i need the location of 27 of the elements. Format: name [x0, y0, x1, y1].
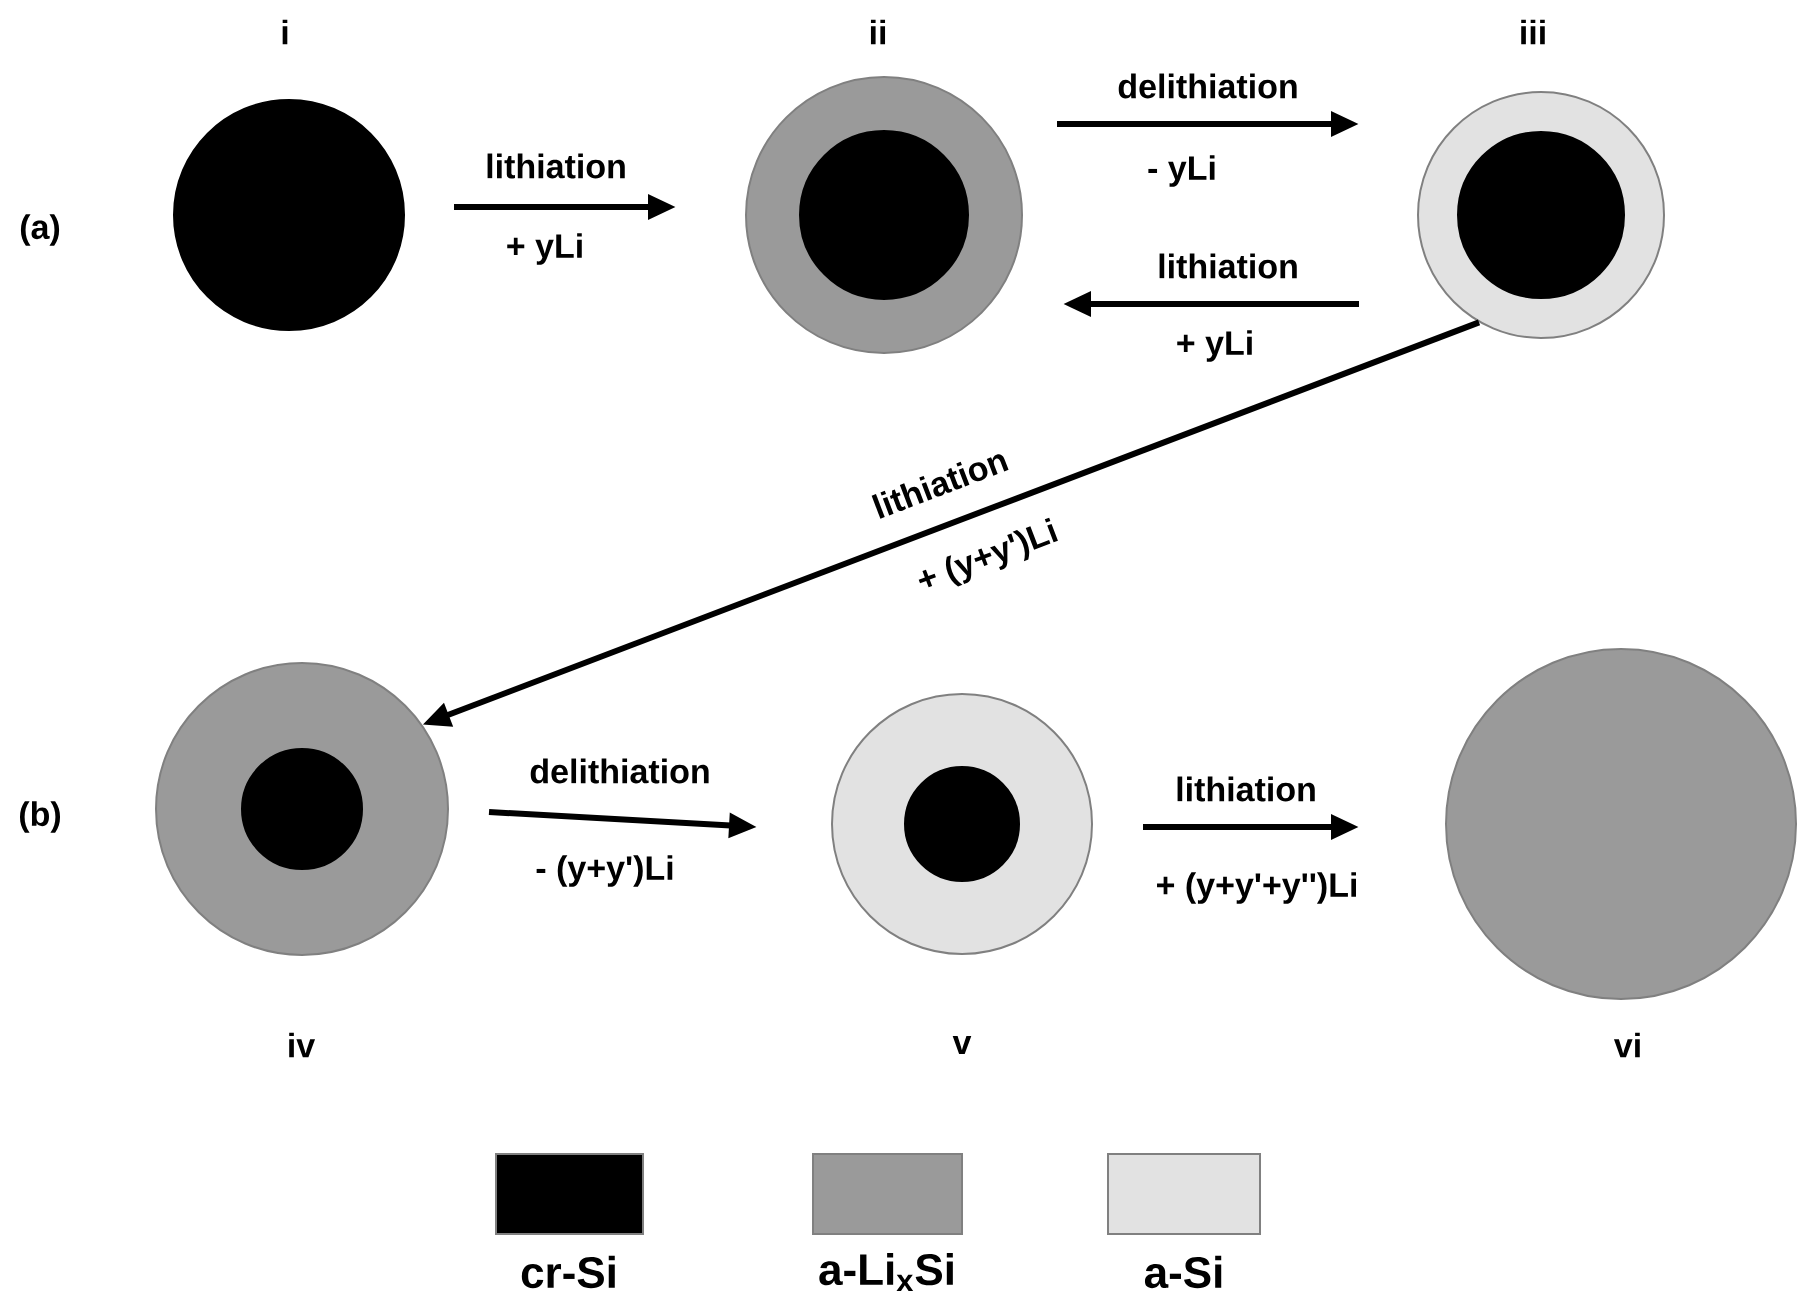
process-label: + yLi — [507, 233, 582, 265]
particle-circle — [1445, 648, 1797, 1000]
particle-label: vi — [1613, 1032, 1640, 1058]
edge-label: lithiation — [1177, 776, 1315, 802]
particle-circle — [173, 99, 405, 331]
edge-label: delithiation — [1118, 73, 1297, 99]
process-label: + yLi — [1177, 330, 1252, 362]
edge-label: lithiation — [1159, 253, 1297, 279]
process-label: - (y+y')Li — [536, 855, 673, 887]
core-circle — [241, 748, 363, 870]
panel-label: (b) — [20, 801, 61, 833]
process-label: + (y+y'+y'')Li — [1157, 872, 1356, 904]
core-circle — [799, 130, 969, 300]
particle-label: i — [282, 19, 288, 45]
legend-label: a-Si — [1144, 1255, 1222, 1289]
particle-label: iv — [289, 1032, 316, 1058]
particle-label: v — [952, 1036, 972, 1054]
legend-label: cr-Si — [521, 1255, 615, 1289]
process-label: - yLi — [1148, 155, 1215, 187]
core-circle — [1457, 131, 1625, 299]
core-circle — [904, 766, 1020, 882]
panel-label: (a) — [20, 214, 60, 246]
legend-label: a-Li$_{x}$Si — [819, 1252, 953, 1292]
particle-label: iii — [1521, 19, 1545, 45]
edge-label: lithiation — [487, 153, 625, 179]
particle-label: ii — [870, 19, 886, 45]
edge-label: delithiation — [530, 758, 709, 784]
